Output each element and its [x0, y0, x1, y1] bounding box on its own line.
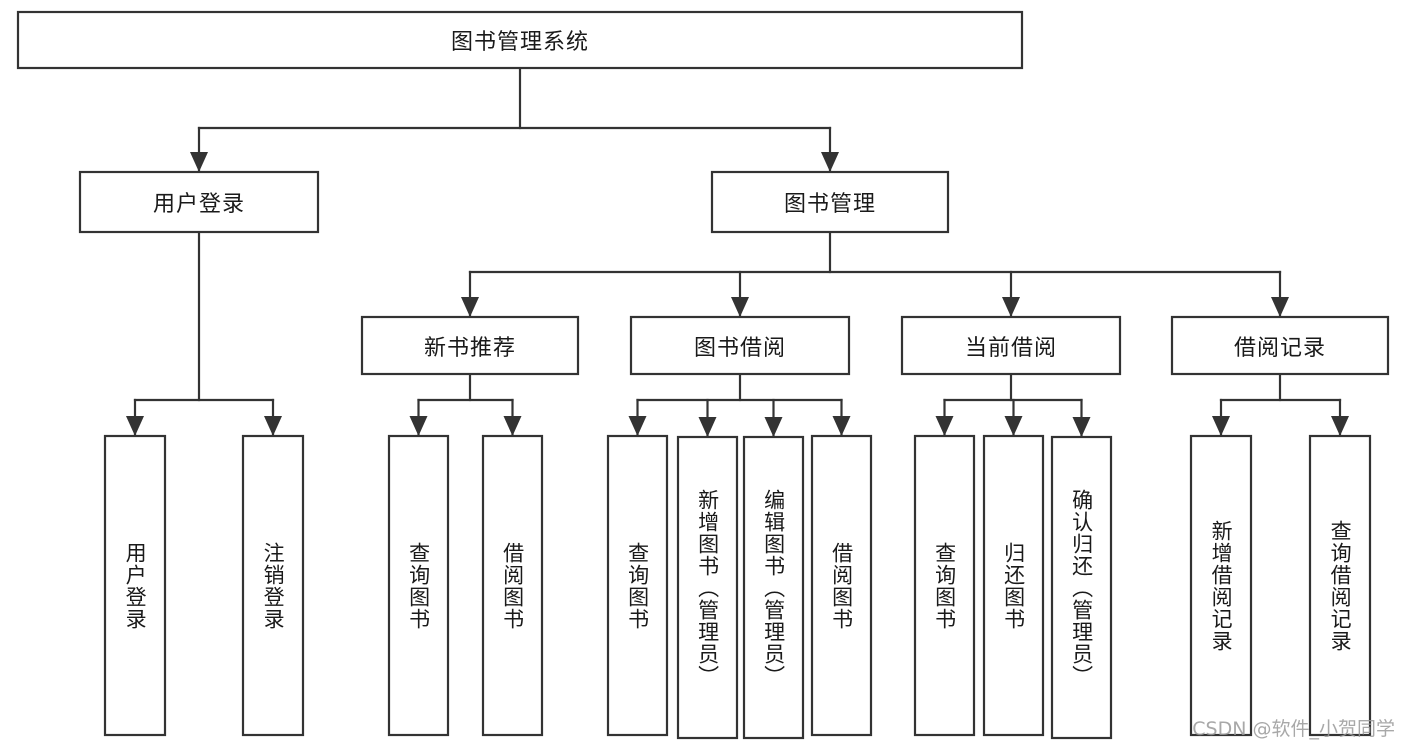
arrow-down-icon	[1271, 297, 1289, 317]
node-图书管理系统[interactable]	[16, 10, 1024, 70]
node-确认归还管理员[interactable]	[1050, 435, 1113, 740]
node-查询图书[interactable]	[913, 434, 976, 737]
node-查询图书[interactable]	[606, 434, 669, 737]
arrow-down-icon	[764, 417, 783, 437]
arrow-down-icon	[698, 417, 717, 437]
node-新增图书管理员[interactable]	[676, 435, 739, 740]
node-新增借阅记录[interactable]	[1189, 434, 1253, 737]
arrow-down-icon	[461, 297, 479, 317]
node-编辑图书管理员[interactable]	[742, 435, 805, 740]
arrow-down-icon	[126, 416, 144, 436]
arrow-down-icon	[503, 416, 522, 436]
arrow-down-icon	[1212, 416, 1230, 436]
node-图书管理[interactable]	[710, 170, 950, 234]
node-借阅记录[interactable]	[1170, 315, 1390, 376]
arrow-down-icon	[264, 416, 282, 436]
arrow-down-icon	[731, 297, 749, 317]
arrow-down-icon	[1004, 416, 1023, 436]
node-借阅图书[interactable]	[481, 434, 544, 737]
node-归还图书[interactable]	[982, 434, 1045, 737]
arrow-down-icon	[1072, 417, 1091, 437]
arrow-down-icon	[935, 416, 954, 436]
arrow-down-icon	[1331, 416, 1349, 436]
node-查询借阅记录[interactable]	[1308, 434, 1372, 737]
node-当前借阅[interactable]	[900, 315, 1122, 376]
node-用户登录[interactable]	[78, 170, 320, 234]
node-新书推荐[interactable]	[360, 315, 580, 376]
node-借阅图书[interactable]	[810, 434, 873, 737]
arrow-down-icon	[190, 152, 208, 172]
connector-lines	[126, 66, 1349, 438]
arrow-down-icon	[628, 416, 647, 436]
node-查询图书[interactable]	[387, 434, 450, 737]
arrow-down-icon	[821, 152, 839, 172]
node-图书借阅[interactable]	[629, 315, 851, 376]
arrow-down-icon	[409, 416, 428, 436]
node-用户登录[interactable]	[103, 434, 167, 737]
node-注销登录[interactable]	[241, 434, 305, 737]
node-boxes	[16, 10, 1390, 740]
arrow-down-icon	[1002, 297, 1020, 317]
arrow-down-icon	[832, 416, 851, 436]
